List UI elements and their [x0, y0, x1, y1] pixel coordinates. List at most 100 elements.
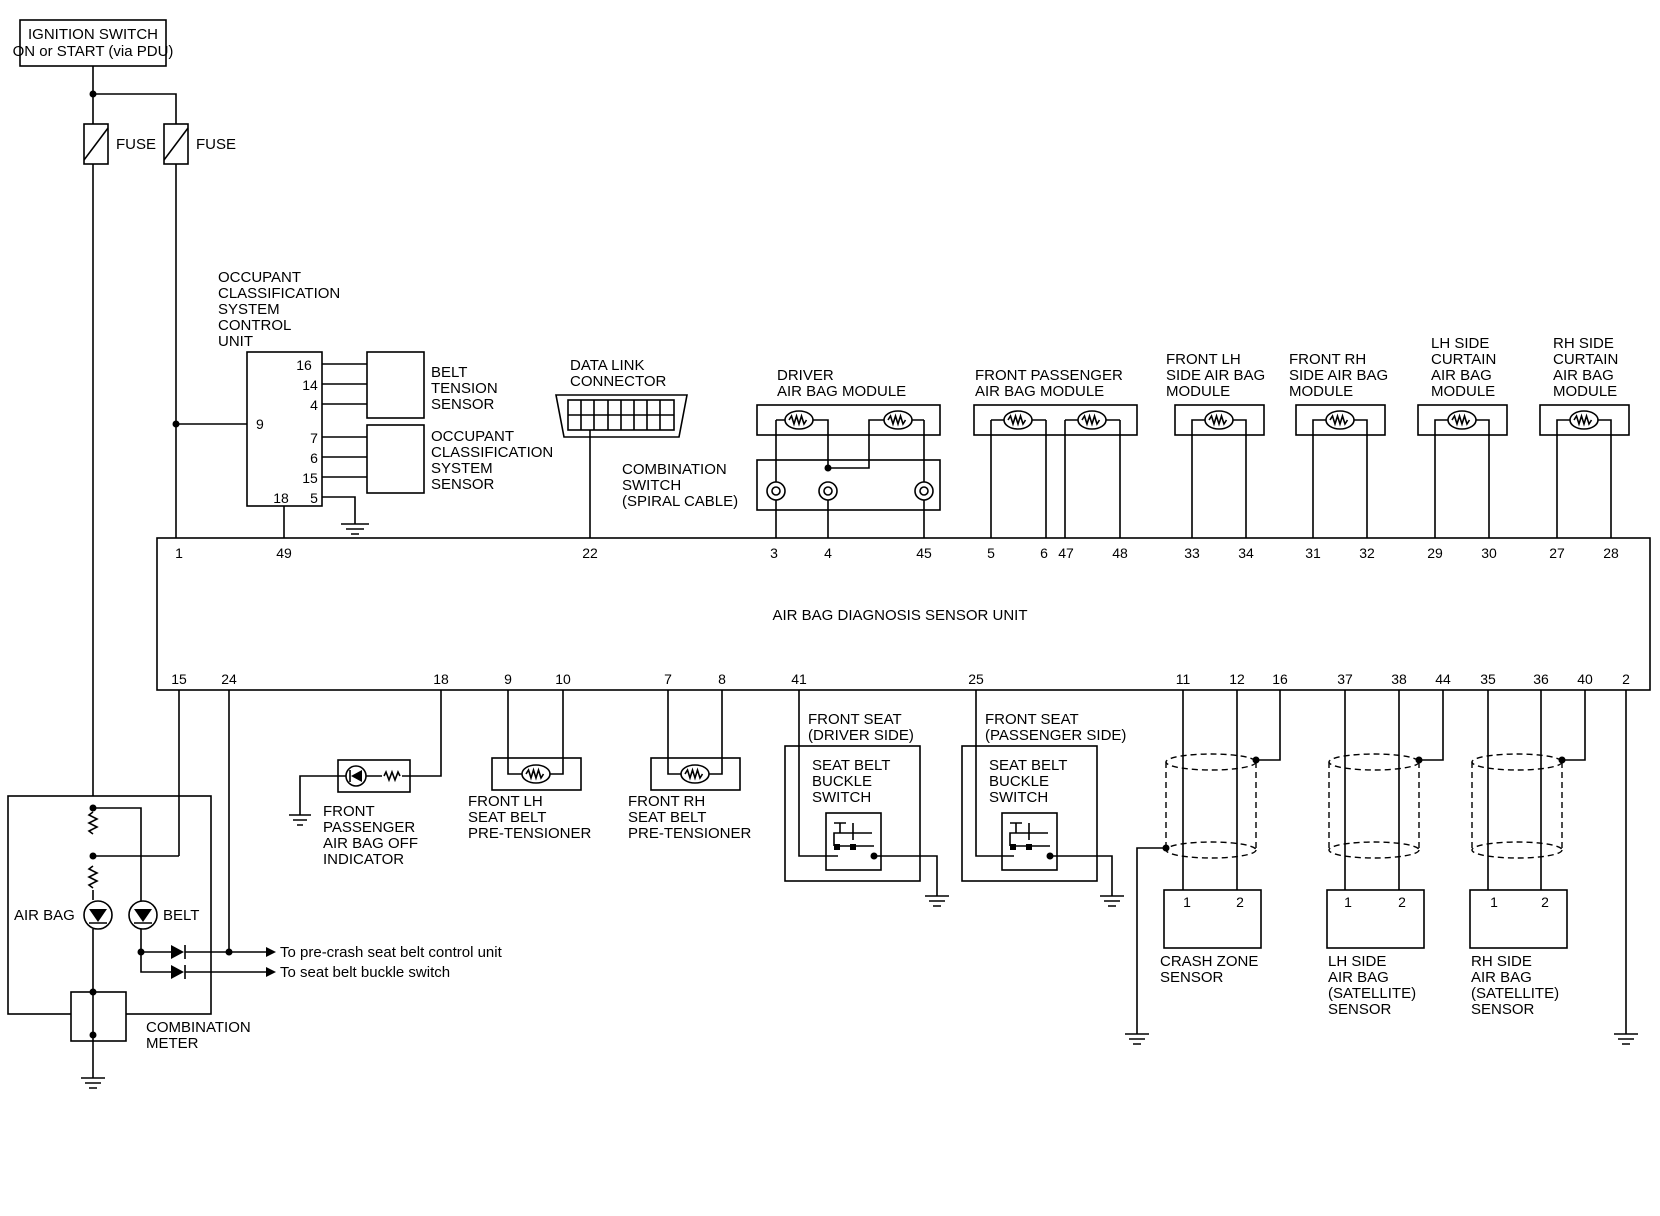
rh-pretensioner-label-2: SEAT BELT: [628, 809, 706, 826]
rh-curtain-label-3: AIR BAG: [1553, 367, 1614, 384]
front-lh-side-label-1: FRONT LH: [1166, 351, 1241, 368]
combination-switch-label-2: SWITCH: [622, 477, 681, 494]
unit-pin: 49: [276, 545, 292, 561]
rh-curtain-label-2: CURTAIN: [1553, 351, 1618, 368]
ocs-sensor-label-2: CLASSIFICATION: [431, 444, 553, 461]
lh-curtain-label-2: CURTAIN: [1431, 351, 1496, 368]
dlc-label-2: CONNECTOR: [570, 373, 667, 390]
rh-satellite-label-3: (SATELLITE): [1471, 985, 1559, 1002]
front-seat-passenger-side: FRONT SEAT (PASSENGER SIDE) SEAT BELT BU…: [961, 711, 1126, 882]
lh-satellite-label-1: LH SIDE: [1328, 953, 1386, 970]
fuse-1: FUSE: [83, 123, 156, 165]
fuse-1-label: FUSE: [116, 136, 156, 153]
lh-pretensioner-label-3: PRE-TENSIONER: [468, 825, 592, 842]
ocs-pin-16: 16: [296, 357, 312, 373]
front-rh-side-label-3: MODULE: [1289, 383, 1353, 400]
rh-side-air-bag-satellite-sensor: 1 2 RH SIDE AIR BAG (SATELLITE) SENSOR: [1469, 753, 1568, 1018]
to-buckle-label: To seat belt buckle switch: [280, 964, 450, 981]
passenger-buckle-label-1: SEAT BELT: [989, 757, 1067, 774]
ocs-sensor-label-1: OCCUPANT: [431, 428, 514, 445]
lh-satellite-pin-1: 1: [1344, 894, 1352, 910]
pass-off-label-2: PASSENGER: [323, 819, 415, 836]
rh-pretensioner-label-3: PRE-TENSIONER: [628, 825, 752, 842]
front-seat-driver-label-1: FRONT SEAT: [808, 711, 902, 728]
lh-curtain-label-3: AIR BAG: [1431, 367, 1492, 384]
combination-switch-spiral-cable: COMBINATION SWITCH (SPIRAL CABLE): [622, 459, 941, 511]
unit-pin: 37: [1337, 671, 1353, 687]
lh-pretensioner-label-1: FRONT LH: [468, 793, 543, 810]
front-rh-side-label-1: FRONT RH: [1289, 351, 1366, 368]
air-bag-lamp-label: AIR BAG: [14, 907, 75, 924]
unit-pin: 38: [1391, 671, 1407, 687]
combination-switch-label-1: COMBINATION: [622, 461, 727, 478]
occupant-classification-sensor: OCCUPANT CLASSIFICATION SYSTEM SENSOR: [366, 424, 553, 494]
unit-pin: 6: [1040, 545, 1048, 561]
ocs-pin-15: 15: [302, 470, 318, 486]
front-passenger-air-bag-module: FRONT PASSENGER AIR BAG MODULE: [973, 367, 1138, 436]
ocs-pin-4: 4: [310, 397, 318, 413]
unit-pin: 29: [1427, 545, 1443, 561]
combination-meter: COMBINATION METER: [7, 795, 251, 1052]
rh-curtain-label-4: MODULE: [1553, 383, 1617, 400]
ocs-pin-18: 18: [273, 490, 289, 506]
passenger-module-label-1: FRONT PASSENGER: [975, 367, 1123, 384]
occupant-classification-control-unit: OCCUPANT CLASSIFICATION SYSTEM CONTROL U…: [218, 269, 340, 507]
front-lh-side-label-3: MODULE: [1166, 383, 1230, 400]
rh-satellite-label-4: SENSOR: [1471, 1001, 1535, 1018]
ocs-unit-label-3: SYSTEM: [218, 301, 280, 318]
unit-pin: 35: [1480, 671, 1496, 687]
ocs-unit-label-4: CONTROL: [218, 317, 291, 334]
fuse-2-label: FUSE: [196, 136, 236, 153]
ocs-pin-14: 14: [302, 377, 318, 393]
lh-pretensioner-label-2: SEAT BELT: [468, 809, 546, 826]
pass-off-label-3: AIR BAG OFF: [323, 835, 418, 852]
front-rh-side-air-bag-module: FRONT RH SIDE AIR BAG MODULE: [1289, 351, 1388, 436]
lh-curtain-label-1: LH SIDE: [1431, 335, 1489, 352]
lh-curtain-label-4: MODULE: [1431, 383, 1495, 400]
combination-switch-label-3: (SPIRAL CABLE): [622, 493, 738, 510]
belt-lamp-label: BELT: [163, 907, 199, 924]
lh-side-curtain-air-bag-module: LH SIDE CURTAIN AIR BAG MODULE: [1417, 335, 1508, 436]
lh-satellite-label-2: AIR BAG: [1328, 969, 1389, 986]
unit-pin: 41: [791, 671, 807, 687]
lh-satellite-label-3: (SATELLITE): [1328, 985, 1416, 1002]
ocs-unit-label-2: CLASSIFICATION: [218, 285, 340, 302]
belt-tension-sensor: BELT TENSION SENSOR: [366, 351, 498, 419]
front-rh-seat-belt-pretensioner: FRONT RH SEAT BELT PRE-TENSIONER: [628, 757, 752, 842]
unit-bottom-pin-labels: 15 24 18 9 10 7 8 41 25 11 12 16 37 38 4…: [171, 671, 1630, 687]
combination-meter-label-2: METER: [146, 1035, 199, 1052]
pass-off-label-1: FRONT: [323, 803, 375, 820]
combination-meter-label-1: COMBINATION: [146, 1019, 251, 1036]
driver-buckle-label-3: SWITCH: [812, 789, 871, 806]
unit-pin: 9: [504, 671, 512, 687]
rh-satellite-pin-2: 2: [1541, 894, 1549, 910]
to-precrash-label: To pre-crash seat belt control unit: [280, 944, 503, 961]
passenger-module-label-2: AIR BAG MODULE: [975, 383, 1104, 400]
ocs-pin-7: 7: [310, 430, 318, 446]
front-lh-side-label-2: SIDE AIR BAG: [1166, 367, 1265, 384]
unit-pin: 33: [1184, 545, 1200, 561]
crash-zone-pin-1: 1: [1183, 894, 1191, 910]
unit-pin: 25: [968, 671, 984, 687]
unit-pin: 48: [1112, 545, 1128, 561]
unit-pin: 36: [1533, 671, 1549, 687]
unit-pin: 10: [555, 671, 571, 687]
rh-pretensioner-label-1: FRONT RH: [628, 793, 705, 810]
crash-zone-sensor: 1 2 CRASH ZONE SENSOR: [1160, 753, 1262, 986]
crash-zone-label-1: CRASH ZONE: [1160, 953, 1258, 970]
ocs-sensor-label-4: SENSOR: [431, 476, 495, 493]
crash-zone-pin-2: 2: [1236, 894, 1244, 910]
unit-pin: 11: [1176, 671, 1191, 687]
front-seat-passenger-label-2: (PASSENGER SIDE): [985, 727, 1126, 744]
belt-warning-lamp: BELT: [128, 900, 199, 930]
data-link-connector: DATA LINK CONNECTOR: [555, 357, 688, 438]
belt-tension-label-1: BELT: [431, 364, 467, 381]
diagnosis-unit-label: AIR BAG DIAGNOSIS SENSOR UNIT: [772, 607, 1027, 624]
unit-pin: 3: [770, 545, 778, 561]
ignition-switch: IGNITION SWITCH ON or START (via PDU): [13, 19, 173, 67]
dlc-label-1: DATA LINK: [570, 357, 644, 374]
belt-tension-label-3: SENSOR: [431, 396, 495, 413]
unit-pin: 8: [718, 671, 726, 687]
belt-tension-label-2: TENSION: [431, 380, 498, 397]
passenger-buckle-label-3: SWITCH: [989, 789, 1048, 806]
